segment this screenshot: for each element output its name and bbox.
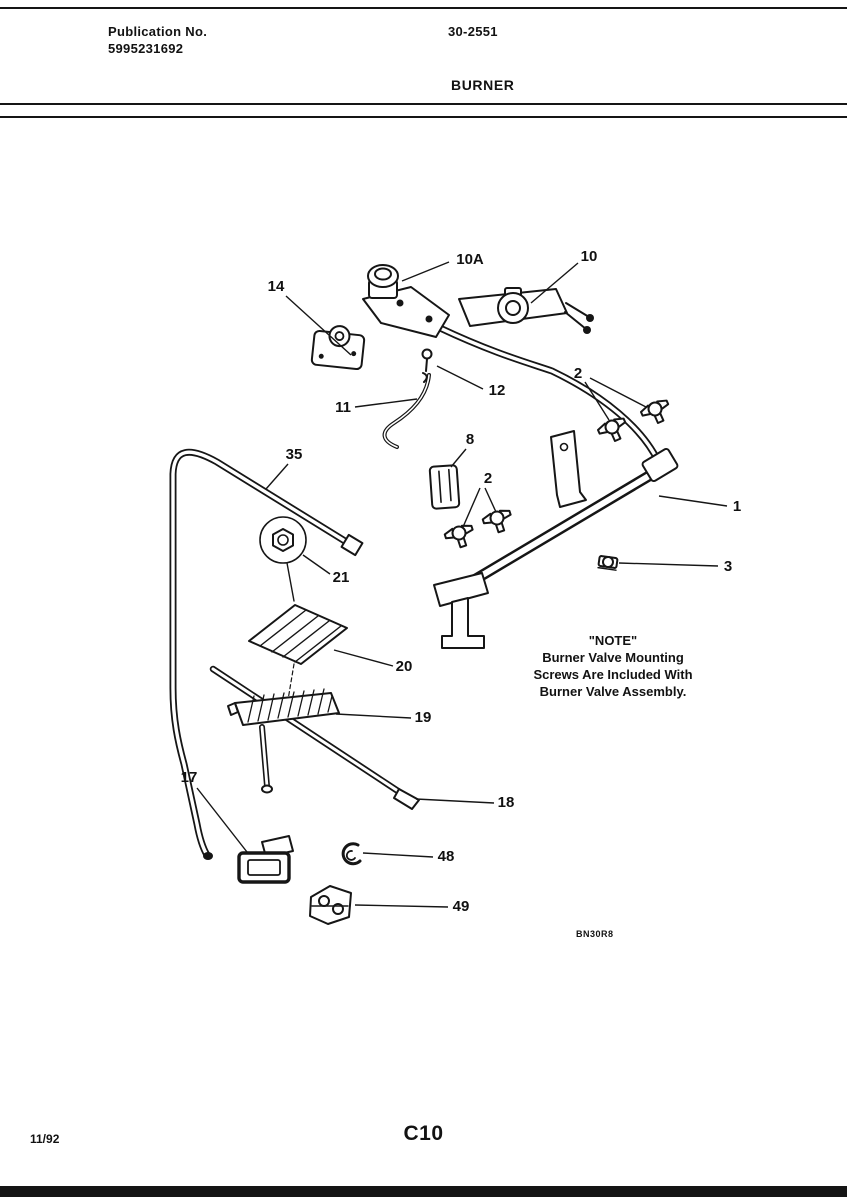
callout-8: 8 — [466, 431, 474, 448]
callout-18: 18 — [498, 794, 515, 811]
callout-leader — [589, 377, 647, 408]
header-rule-1 — [0, 103, 847, 105]
callout-17: 17 — [181, 769, 198, 786]
callout-49: 49 — [453, 898, 470, 915]
callout-leader — [354, 904, 449, 908]
bracket-8 — [428, 464, 461, 510]
valve-supply-tube — [436, 324, 662, 465]
callout-12: 12 — [489, 382, 506, 399]
note-line: "NOTE" — [588, 633, 638, 648]
bottom-bar — [0, 1186, 847, 1197]
note-block: "NOTE" Burner Valve Mounting Screws Are … — [503, 632, 723, 700]
detail-nut-21 — [259, 516, 307, 564]
manifold-bracket — [550, 430, 587, 508]
tube-18 — [209, 665, 420, 810]
valve-10-assembly — [458, 287, 594, 334]
clip-48 — [341, 842, 362, 866]
callout-leader — [436, 365, 484, 390]
callout-3: 3 — [724, 558, 732, 575]
callout-leader — [618, 562, 719, 567]
callout-leader — [584, 381, 610, 421]
align-line-21-20 — [286, 562, 295, 602]
callout-leader — [462, 487, 481, 528]
tube-35 — [169, 448, 364, 860]
burner-drop-tube — [259, 724, 273, 794]
burner-19 — [227, 688, 340, 726]
callout-leader — [484, 487, 497, 513]
callout-20: 20 — [396, 658, 413, 675]
orifice-spud-2 — [639, 399, 670, 425]
callout-2: 2 — [484, 470, 492, 487]
burner-cap-20 — [248, 604, 348, 665]
tube-11 — [382, 373, 431, 449]
callout-leader — [401, 261, 450, 282]
manifold-mount-foot — [433, 572, 489, 649]
callout-leader — [450, 448, 467, 468]
tube-35-tip — [203, 852, 213, 860]
publication-label: Publication No. — [108, 24, 208, 39]
footer-page-number: C10 — [403, 1122, 444, 1145]
callout-11: 11 — [335, 399, 351, 416]
callout-leader — [415, 798, 495, 804]
callout-leader — [302, 554, 331, 575]
header-rule-2 — [0, 116, 847, 118]
callout-leader — [335, 713, 412, 719]
publication-number: 5995231692 — [108, 41, 184, 56]
callout-leader — [362, 852, 434, 858]
align-line-20-19 — [287, 663, 295, 701]
note-line: Burner Valve Assembly. — [539, 684, 687, 699]
valve-10a-assembly — [362, 264, 450, 338]
clip-3 — [597, 555, 619, 571]
top-rule — [0, 7, 847, 9]
callout-1: 1 — [733, 498, 741, 515]
callout-48: 48 — [438, 848, 455, 865]
callout-2: 2 — [574, 365, 582, 382]
callout-leader — [285, 295, 352, 356]
valve-14 — [310, 325, 366, 371]
orifice-spud-2 — [481, 509, 512, 534]
footer-date: 11/92 — [30, 1132, 60, 1146]
orifice-spud-2 — [596, 417, 627, 443]
note-line: Screws Are Included With — [533, 667, 693, 682]
bracket-49 — [309, 885, 352, 925]
callout-14: 14 — [268, 278, 285, 295]
callout-leader — [333, 649, 394, 667]
note-line: Burner Valve Mounting — [542, 650, 684, 665]
screw-12 — [421, 348, 433, 383]
model-number: 30-2551 — [448, 24, 498, 39]
callout-35: 35 — [286, 446, 303, 463]
callout-leader — [530, 262, 579, 304]
igniter-17 — [237, 835, 294, 884]
page-title: BURNER — [451, 77, 515, 93]
callout-10a: 10A — [456, 251, 484, 268]
callout-19: 19 — [415, 709, 432, 726]
callout-10: 10 — [581, 248, 598, 265]
callout-21: 21 — [333, 569, 350, 586]
orifice-spud-2 — [443, 524, 474, 549]
manifold-end-flange — [641, 447, 679, 483]
manifold-pipe-1 — [433, 430, 679, 649]
callout-leader — [354, 398, 418, 408]
callout-leader — [658, 495, 728, 507]
callout-leader — [265, 463, 289, 490]
callout-leader — [196, 787, 248, 853]
diagram-code: BN30R8 — [576, 929, 614, 939]
